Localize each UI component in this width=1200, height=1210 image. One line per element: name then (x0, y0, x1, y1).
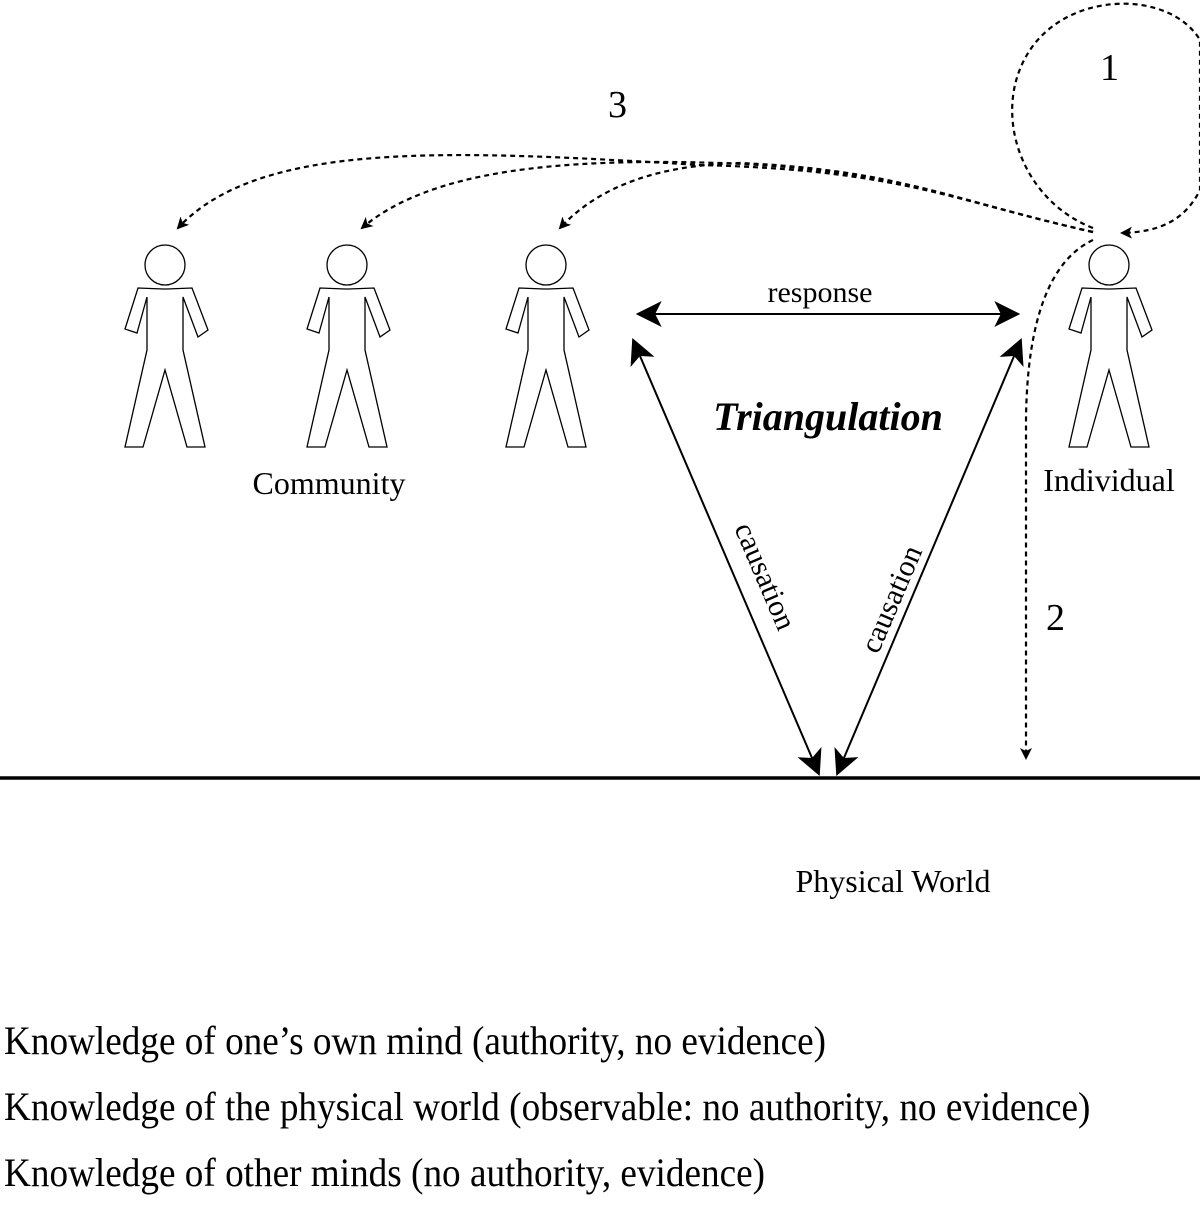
route-1-self-loop-arrow (1011, 2, 1200, 239)
individual-person (1068, 244, 1153, 448)
route-number-1: 1 (1100, 47, 1119, 89)
individual-label: Individual (1043, 462, 1175, 498)
diagram-title: Triangulation (713, 394, 943, 439)
statement-own-mind: Knowledge of one’s own mind (authority, … (4, 1018, 826, 1063)
community-person-3 (505, 244, 590, 448)
causation-label-left: causation (728, 518, 803, 635)
community-label: Community (253, 465, 406, 501)
statement-other-minds: Knowledge of other minds (no authority, … (4, 1150, 766, 1195)
route-3-arrow-to-person-3 (558, 161, 1094, 234)
knowledge-statements: Knowledge of one’s own mind (authority, … (4, 1012, 1200, 1210)
causation-arrow-right (834, 338, 1024, 776)
community-person-2 (306, 244, 391, 448)
route-number-3: 3 (608, 84, 627, 126)
community-person-1 (124, 244, 209, 448)
causation-arrow-left (630, 338, 822, 776)
physical-world-label: Physical World (795, 863, 990, 899)
route-number-2: 2 (1046, 597, 1065, 639)
route-2-arrow-to-world (1020, 239, 1094, 760)
causation-label-right: causation (854, 541, 929, 658)
response-label: response (768, 276, 873, 309)
route-3-arrow-to-person-1 (176, 154, 1094, 234)
route-3-arrow-to-person-2 (360, 160, 1094, 234)
statement-physical-world: Knowledge of the physical world (observa… (4, 1084, 1091, 1129)
